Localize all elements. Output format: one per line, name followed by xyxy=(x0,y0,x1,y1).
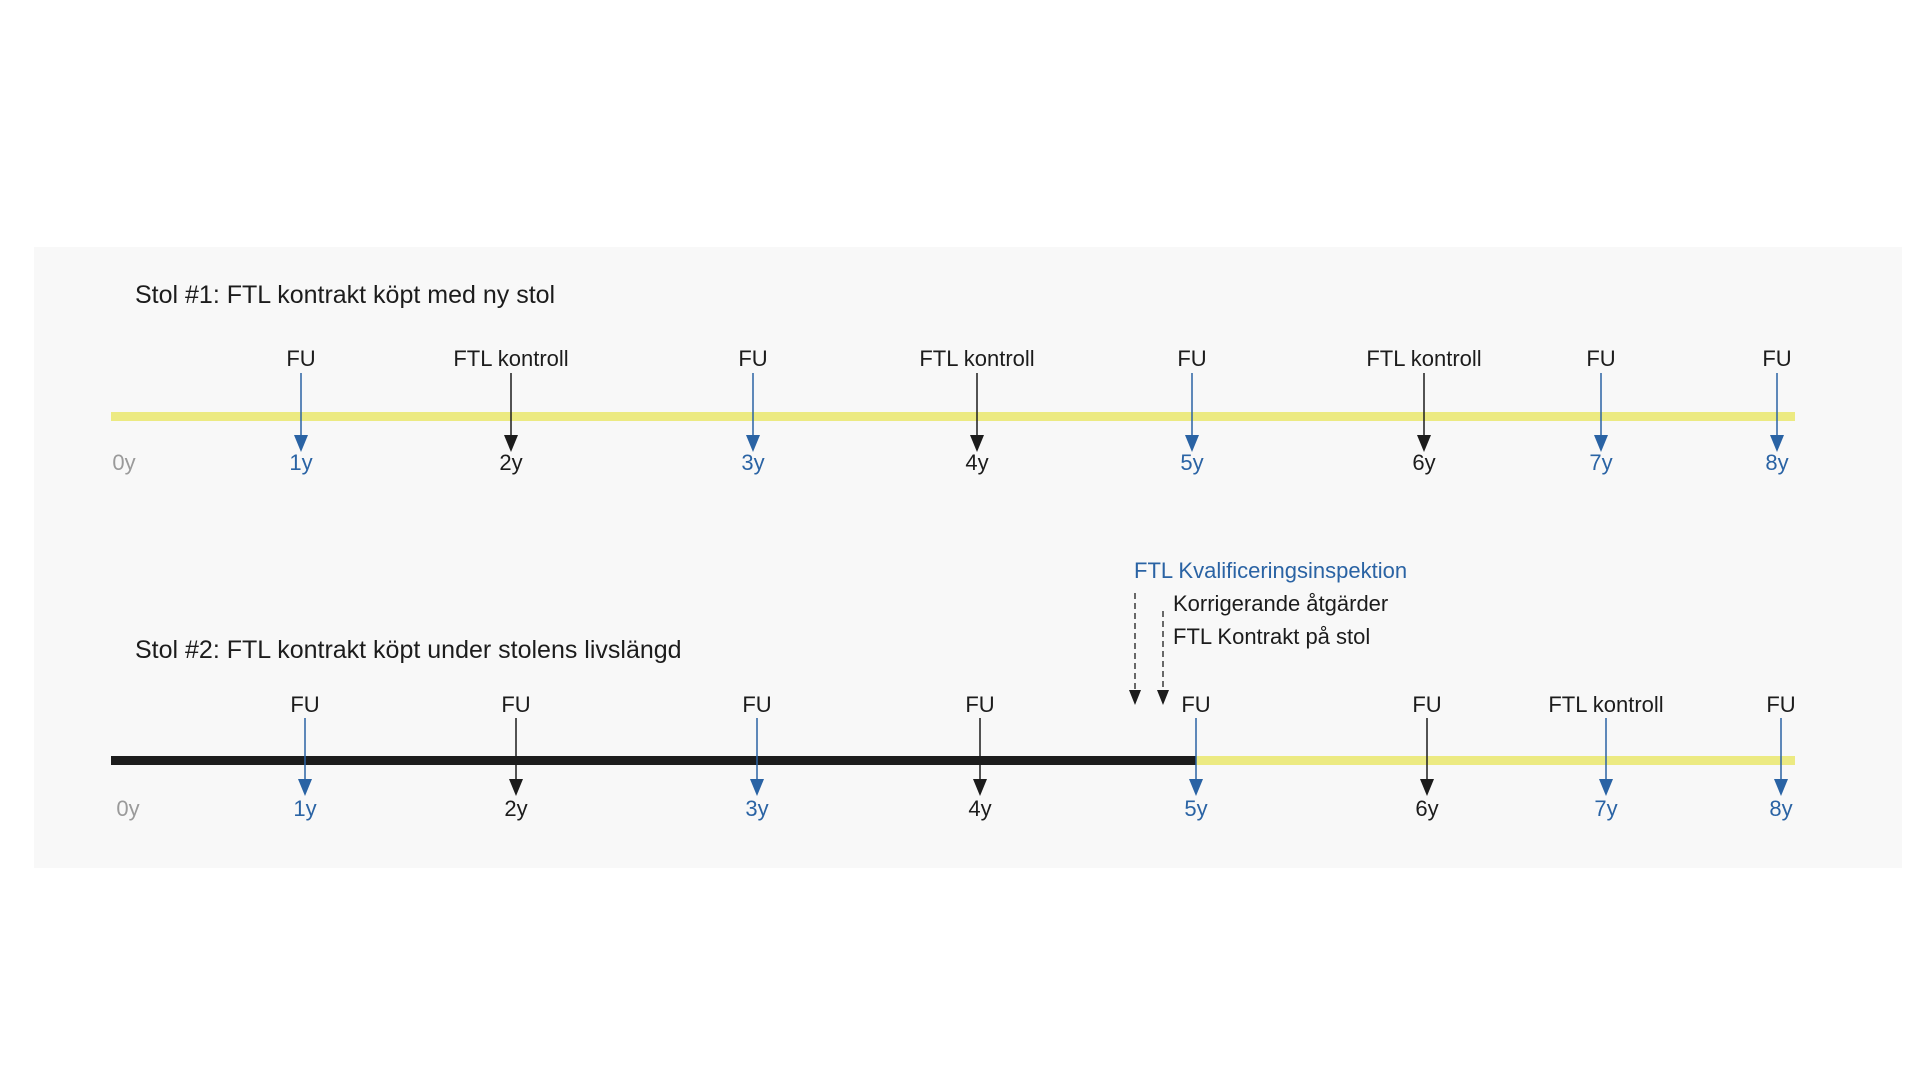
year-label: 3y xyxy=(741,450,765,475)
year-label: 6y xyxy=(1412,450,1436,475)
year-label: 2y xyxy=(504,796,528,821)
timeline-1-start-label: 0y xyxy=(112,450,136,475)
year-label: 6y xyxy=(1415,796,1439,821)
event-label: FTL kontroll xyxy=(1366,346,1482,371)
down-arrow-icon xyxy=(1594,435,1608,452)
down-arrow-icon xyxy=(294,435,308,452)
event-label: FU xyxy=(965,692,995,717)
timeline-2-segment-2 xyxy=(1196,756,1795,765)
down-arrow-icon xyxy=(1774,779,1788,796)
event-label: FU xyxy=(738,346,768,371)
event-label: FU xyxy=(1766,692,1796,717)
year-label: 4y xyxy=(968,796,992,821)
event-label: FU xyxy=(742,692,772,717)
year-label: 7y xyxy=(1594,796,1618,821)
year-label: 5y xyxy=(1180,450,1204,475)
timeline-2-title: Stol #2: FTL kontrakt köpt under stolens… xyxy=(135,636,682,664)
down-arrow-icon xyxy=(1189,779,1203,796)
timeline-1-segment-1 xyxy=(111,412,1795,421)
down-arrow-icon xyxy=(1770,435,1784,452)
event-label: FTL kontroll xyxy=(453,346,569,371)
down-arrow-icon xyxy=(970,435,984,452)
down-arrow-icon xyxy=(750,779,764,796)
event-label: FU xyxy=(1177,346,1207,371)
timeline-2-start-label: 0y xyxy=(116,796,140,821)
down-arrow-icon xyxy=(1157,690,1169,705)
down-arrow-icon xyxy=(509,779,523,796)
timeline-2-segment-1 xyxy=(111,756,1196,765)
event-label: FTL kontroll xyxy=(1548,692,1664,717)
year-label: 2y xyxy=(499,450,523,475)
event-label: FU xyxy=(290,692,320,717)
event-label: FU xyxy=(1412,692,1442,717)
year-label: 4y xyxy=(965,450,989,475)
year-label: 7y xyxy=(1589,450,1613,475)
year-label: 3y xyxy=(745,796,769,821)
event-label: FU xyxy=(1181,692,1211,717)
year-label: 1y xyxy=(293,796,317,821)
down-arrow-icon xyxy=(746,435,760,452)
year-label: 8y xyxy=(1765,450,1789,475)
down-arrow-icon xyxy=(1185,435,1199,452)
down-arrow-icon xyxy=(298,779,312,796)
down-arrow-icon xyxy=(1417,435,1431,452)
qualification-inspection-label: FTL Kvalificeringsinspektion xyxy=(1134,558,1408,583)
year-label: 5y xyxy=(1184,796,1208,821)
event-label: FU xyxy=(1586,346,1616,371)
year-label: 1y xyxy=(289,450,313,475)
event-label: FU xyxy=(1762,346,1792,371)
down-arrow-icon xyxy=(1420,779,1434,796)
ftl-contract-on-chair-label: FTL Kontrakt på stol xyxy=(1173,624,1371,649)
event-label: FU xyxy=(286,346,316,371)
down-arrow-icon xyxy=(504,435,518,452)
down-arrow-icon xyxy=(973,779,987,796)
down-arrow-icon xyxy=(1129,690,1141,705)
event-label: FTL kontroll xyxy=(919,346,1035,371)
corrective-actions-label: Korrigerande åtgärder xyxy=(1173,591,1389,616)
year-label: 8y xyxy=(1769,796,1793,821)
event-label: FU xyxy=(501,692,531,717)
timeline-1-title: Stol #1: FTL kontrakt köpt med ny stol xyxy=(135,281,556,309)
down-arrow-icon xyxy=(1599,779,1613,796)
